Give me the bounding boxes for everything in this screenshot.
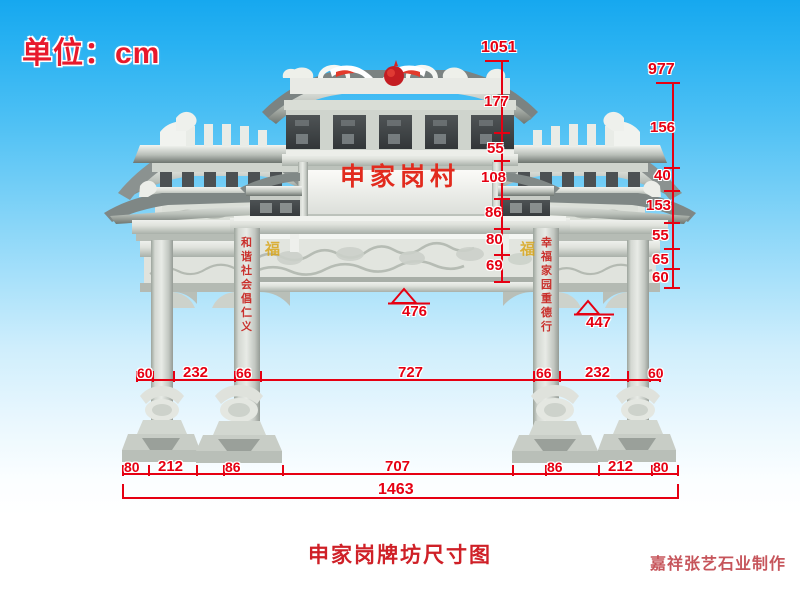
middle-tick-1 bbox=[152, 371, 154, 382]
ridge-dragons bbox=[282, 60, 506, 86]
couplet-left: 和谐社会倡仁义 bbox=[241, 236, 252, 334]
right-seg-40: 40 bbox=[654, 167, 671, 184]
center-seg-177: 177 bbox=[484, 93, 510, 110]
center-tick-c bbox=[494, 198, 510, 200]
center-tick-f bbox=[494, 281, 510, 283]
middle-tick-6 bbox=[559, 371, 561, 382]
overall-tick-left bbox=[122, 484, 124, 499]
right-seg-60: 60 bbox=[652, 269, 669, 286]
center-seg-80: 80 bbox=[486, 231, 503, 248]
bottom-seg-86-left: 86 bbox=[225, 459, 241, 475]
center-seg-108: 108 bbox=[481, 169, 507, 186]
right-seg-55: 55 bbox=[652, 227, 669, 244]
bottom-seg-212-left: 212 bbox=[158, 458, 184, 475]
middle-seg-232-left: 232 bbox=[183, 364, 209, 381]
center-dim-tick-top bbox=[485, 60, 509, 62]
opening-arches bbox=[173, 292, 627, 306]
middle-dim-line bbox=[136, 379, 660, 381]
center-tick-a bbox=[494, 132, 510, 134]
corner-brackets bbox=[173, 292, 627, 308]
center-tick-b bbox=[494, 160, 510, 162]
middle-seg-66-left: 66 bbox=[236, 365, 252, 381]
overall-total-1463: 1463 bbox=[378, 481, 414, 498]
right-total-977: 977 bbox=[648, 61, 675, 78]
bottom-tick-4 bbox=[282, 465, 284, 476]
center-tick-e bbox=[494, 254, 510, 256]
middle-tick-8 bbox=[649, 371, 651, 382]
right-tick-d bbox=[664, 248, 680, 250]
bottom-tick-8 bbox=[651, 465, 653, 476]
right-tick-a bbox=[664, 167, 680, 169]
right-dim-tick-top bbox=[656, 82, 680, 84]
middle-tick-0 bbox=[136, 371, 138, 382]
bottom-seg-707: 707 bbox=[385, 458, 411, 475]
fu-character-right: 福 bbox=[520, 240, 536, 258]
bottom-tick-2 bbox=[196, 465, 198, 476]
bottom-tick-6 bbox=[545, 465, 547, 476]
column-bases bbox=[122, 385, 676, 463]
center-dim-line bbox=[501, 60, 503, 282]
right-seg-156: 156 bbox=[650, 119, 676, 136]
center-seg-69: 69 bbox=[486, 257, 503, 274]
middle-tick-4 bbox=[260, 371, 262, 382]
bottom-seg-80-left: 80 bbox=[124, 459, 140, 475]
plaque-title-text: 申家岗村 bbox=[339, 162, 460, 191]
middle-seg-60-right: 60 bbox=[648, 365, 664, 381]
right-pavilion bbox=[480, 111, 696, 241]
couplet-right: 幸福家园重德行 bbox=[541, 236, 552, 334]
elevation-value-447: 447 bbox=[586, 314, 612, 331]
right-tick-e bbox=[664, 268, 680, 270]
right-dim-line bbox=[672, 82, 674, 287]
right-tick-f bbox=[664, 287, 680, 289]
archway-body bbox=[104, 60, 696, 463]
middle-seg-232-right: 232 bbox=[585, 364, 611, 381]
center-tick-d bbox=[494, 228, 510, 230]
bottom-tick-1 bbox=[148, 465, 150, 476]
bottom-tick-5 bbox=[512, 465, 514, 476]
middle-tick-7 bbox=[627, 371, 629, 382]
middle-tick-2 bbox=[173, 371, 175, 382]
unit-label: 单位：cm bbox=[22, 37, 161, 70]
drawing-caption: 申家岗牌坊尺寸图 bbox=[308, 543, 492, 567]
bottom-tick-7 bbox=[598, 465, 600, 476]
middle-seg-66-right: 66 bbox=[536, 365, 552, 381]
bottom-dim-line bbox=[122, 473, 678, 475]
center-total-1051: 1051 bbox=[481, 39, 517, 56]
middle-tick-3 bbox=[234, 371, 236, 382]
overall-dim-line bbox=[122, 497, 678, 499]
right-seg-153: 153 bbox=[646, 197, 672, 214]
elevation-value-476: 476 bbox=[402, 303, 428, 320]
middle-seg-60-left: 60 bbox=[137, 365, 153, 381]
center-seg-55: 55 bbox=[487, 140, 504, 157]
right-tick-c bbox=[664, 222, 680, 224]
right-seg-65: 65 bbox=[652, 251, 669, 268]
manufacturer-watermark: 嘉祥张艺石业制作 bbox=[649, 554, 786, 573]
middle-seg-727: 727 bbox=[398, 364, 424, 381]
elevation-marker-center: 476 bbox=[386, 286, 432, 320]
overall-tick-right bbox=[677, 484, 679, 499]
elevation-marker-side: 447 bbox=[572, 298, 616, 331]
bottom-seg-80-right: 80 bbox=[653, 459, 669, 475]
fu-character-left: 福 bbox=[265, 240, 281, 258]
center-pavilion bbox=[240, 60, 560, 222]
middle-tick-5 bbox=[533, 371, 535, 382]
right-tick-b bbox=[664, 190, 680, 192]
bottom-tick-3 bbox=[223, 465, 225, 476]
bottom-tick-0 bbox=[122, 465, 124, 476]
bottom-seg-212-right: 212 bbox=[608, 458, 634, 475]
bottom-tick-9 bbox=[677, 465, 679, 476]
bottom-seg-86-right: 86 bbox=[547, 459, 563, 475]
center-seg-86: 86 bbox=[485, 204, 502, 221]
middle-tick-9 bbox=[659, 371, 661, 382]
main-architrave bbox=[230, 216, 570, 292]
